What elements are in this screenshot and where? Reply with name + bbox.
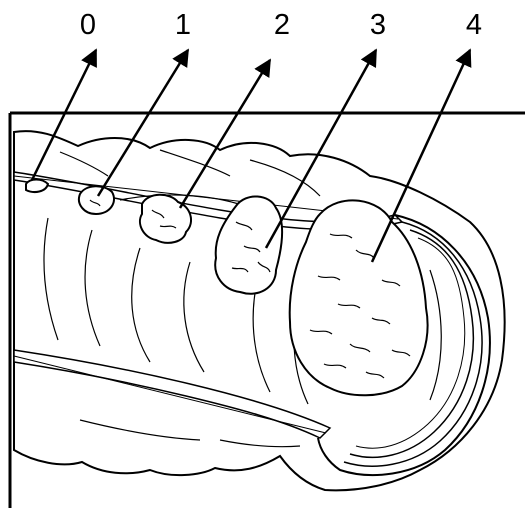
colon-tube	[14, 131, 505, 490]
label-stage-0: 0	[80, 9, 96, 41]
label-stage-3: 3	[370, 9, 386, 41]
polyp-stage-0	[26, 180, 48, 193]
stage-labels: 0 1 2 3 4	[80, 9, 482, 41]
label-stage-4: 4	[466, 9, 482, 41]
label-stage-1: 1	[175, 9, 191, 41]
label-stage-2: 2	[274, 9, 290, 41]
polyp-stage-1	[79, 186, 114, 214]
